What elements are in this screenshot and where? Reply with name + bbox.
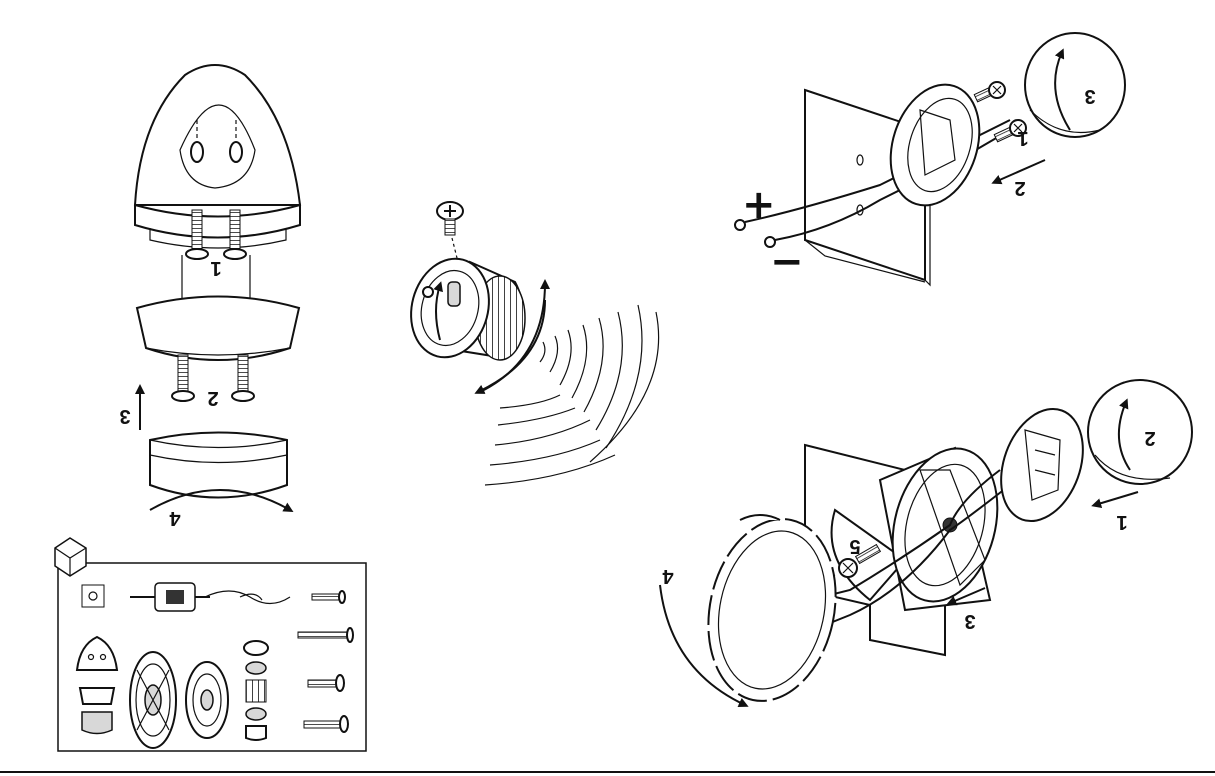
grille-part (130, 652, 176, 748)
tweeter-dome (1088, 380, 1192, 484)
step-label: 2 (1014, 177, 1025, 199)
terminal-cup (986, 398, 1097, 533)
step-label: 3 (964, 610, 975, 632)
step-label: 2 (207, 387, 218, 409)
screw-icon (232, 355, 254, 401)
phillips-screw-icon (437, 202, 463, 262)
figure-wiring-surface-mount: + − 1 2 3 (735, 33, 1125, 285)
tweeter-dome (1025, 33, 1125, 137)
figure-flush-mount-exploded: 5 3 4 1 2 (660, 380, 1192, 713)
figure-pivot-mount (400, 202, 658, 485)
step-label: 3 (1084, 85, 1095, 107)
step-label: 1 (210, 257, 221, 279)
step-label: 1 (1116, 511, 1127, 533)
base-cup (150, 433, 287, 498)
step-label: 2 (1144, 427, 1155, 449)
positive-terminal-label: + (742, 182, 776, 228)
step-label: 1 (1017, 127, 1028, 149)
speaker-part (186, 662, 228, 738)
parts-contents-box (55, 538, 366, 751)
step-label: 4 (169, 507, 181, 529)
tweeter-dome (135, 65, 300, 205)
step-label: 5 (849, 535, 860, 557)
screw-icon (172, 355, 194, 401)
step-label: 3 (119, 405, 130, 427)
bottom-rule (0, 771, 1215, 773)
figure-dome-mount: 1 2 3 4 (119, 65, 300, 529)
step-label: 4 (662, 565, 674, 587)
negative-terminal-label: − (770, 239, 804, 285)
screw-icon (974, 82, 1005, 102)
bracket-part (82, 585, 104, 607)
